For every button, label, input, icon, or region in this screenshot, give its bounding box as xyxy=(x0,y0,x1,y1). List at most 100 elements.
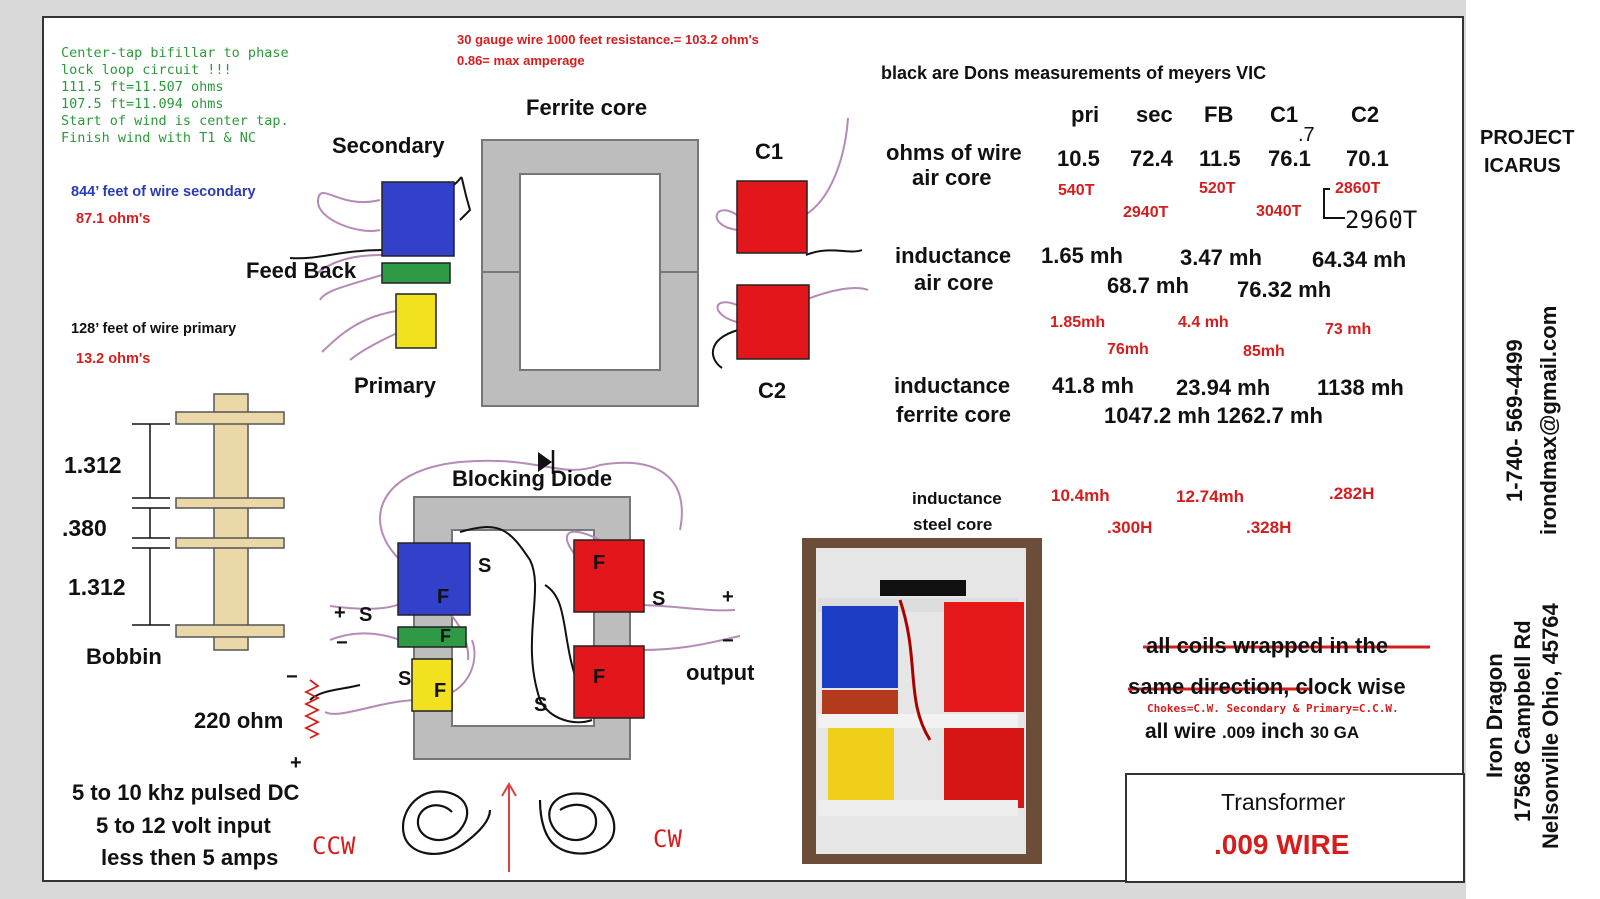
s-label: S xyxy=(398,668,412,690)
minus-sign: − xyxy=(336,632,348,654)
clockwise-note: clock wise xyxy=(1289,674,1406,699)
max-amperage-note: 0.86= max amperage xyxy=(457,53,585,68)
wire-note-d: 30 GA xyxy=(1309,723,1360,742)
input-voltage: 5 to 12 volt input xyxy=(96,813,271,838)
winding-spirals xyxy=(401,790,616,855)
turns-handwritten: 2960T xyxy=(1345,206,1418,234)
contact-city: Nelsonville Ohio, 45764 xyxy=(1538,603,1563,849)
primary-ohms-note: 13.2 ohm's xyxy=(76,351,151,367)
air-inductance-fb: 3.47 mh xyxy=(1180,245,1262,270)
steel-c2: .282H xyxy=(1329,484,1375,503)
turns-bracket xyxy=(1323,188,1345,219)
diode-symbol xyxy=(538,450,555,474)
ferrite-core-top xyxy=(481,139,699,407)
ferrite-inductance-pri: 41.8 mh xyxy=(1052,373,1134,398)
note-line: 111.5 ft=11.507 ohms xyxy=(61,79,224,95)
air-red-fb: 4.4 mh xyxy=(1178,314,1229,331)
ferrite-inductance-c2: 1138 mh xyxy=(1317,375,1404,400)
chokes-note: Chokes=C.W. Secondary & Primary=C.C.W. xyxy=(1147,702,1399,715)
brand-line2: ICARUS xyxy=(1484,155,1561,177)
c1-correction: .7 xyxy=(1298,124,1315,146)
c2-choke xyxy=(736,284,810,360)
blocking-diode-label: Blocking Diode xyxy=(452,466,613,491)
plus-sign: + xyxy=(290,752,302,774)
turns-pri: 540T xyxy=(1058,182,1095,199)
air-inductance-label-sub: air core xyxy=(914,270,994,295)
box-title: Transformer xyxy=(1221,789,1346,815)
input-frequency: 5 to 10 khz pulsed DC xyxy=(72,780,300,805)
turns-c1: 3040T xyxy=(1256,203,1302,220)
wire-note-b: .009 xyxy=(1222,723,1256,742)
input-current: less then 5 amps xyxy=(101,845,279,870)
ohms-c2: 70.1 xyxy=(1346,146,1389,171)
steel-c1: .328H xyxy=(1246,518,1292,537)
minus-sign: − xyxy=(722,630,734,652)
bottom-primary-coil xyxy=(411,658,453,712)
ohms-fb: 11.5 xyxy=(1199,146,1241,171)
ferrite-core-title: Ferrite core xyxy=(526,95,648,120)
f-label: F xyxy=(440,626,451,646)
struck-note-line1: all coils wrapped in the xyxy=(1146,633,1389,658)
resistor-zigzag xyxy=(303,679,321,739)
steel-inductance-label-sub: steel core xyxy=(913,515,993,534)
turns-c2: 2860T xyxy=(1335,180,1381,197)
bobbin-label: Bobbin xyxy=(86,644,162,669)
coil-photo xyxy=(802,538,1042,864)
air-inductance-c2: 64.34 mh xyxy=(1312,247,1407,272)
bobbin-dim-top: 1.312 xyxy=(64,452,122,478)
bobbin-dim-middle: .380 xyxy=(62,515,107,541)
f-label: F xyxy=(437,586,450,608)
transformer-box xyxy=(1125,773,1465,883)
air-red-pri: 1.85mh xyxy=(1050,314,1106,331)
column-header-fb: FB xyxy=(1204,102,1234,127)
minus-sign: − xyxy=(286,666,298,688)
box-wire: .009 WIRE xyxy=(1214,829,1350,860)
c2-label: C2 xyxy=(758,378,787,403)
ohms-label: ohms of wire xyxy=(886,140,1022,165)
ohms-label-sub: air core xyxy=(912,165,992,190)
ccw-label: CCW xyxy=(312,832,356,860)
brand-line1: PROJECT xyxy=(1480,127,1575,149)
f-label: F xyxy=(593,552,606,574)
ferrite-inductance-label-sub: ferrite core xyxy=(896,402,1011,427)
air-red-c1: 85mh xyxy=(1243,343,1285,360)
wire-note-a: all wire xyxy=(1145,720,1223,743)
primary-feet-note: 128’ feet of wire primary xyxy=(71,321,237,337)
bottom-c1-choke xyxy=(573,539,645,613)
air-inductance-c1: 76.32 mh xyxy=(1237,277,1332,302)
ferrite-inductance-label: inductance xyxy=(894,373,1011,398)
cw-label: CW xyxy=(653,825,682,853)
feedback-coil xyxy=(381,262,451,284)
air-red-sec: 76mh xyxy=(1107,341,1149,358)
steel-fb: 12.74mh xyxy=(1176,487,1245,506)
column-header-c2: C2 xyxy=(1351,102,1380,127)
secondary-label: Secondary xyxy=(332,133,445,158)
center-tap-note: Center-tap bifillar to phase lock loop c… xyxy=(61,45,289,147)
secondary-feet-note: 844’ feet of wire secondary xyxy=(71,184,256,200)
contact-name: Iron Dragon xyxy=(1482,653,1507,778)
steel-pri: 10.4mh xyxy=(1051,486,1110,505)
ferrite-inductance-row2: 1047.2 mh 1262.7 mh xyxy=(1104,403,1323,428)
note-line: Start of wind is center tap. xyxy=(61,113,289,129)
s-label: S xyxy=(534,694,548,716)
air-inductance-pri: 1.65 mh xyxy=(1041,243,1123,268)
turns-sec: 2940T xyxy=(1123,204,1169,221)
secondary-ohms-note: 87.1 ohm's xyxy=(76,211,151,227)
f-label: F xyxy=(434,680,447,702)
note-line: 107.5 ft=11.094 ohms xyxy=(61,96,224,112)
c1-label: C1 xyxy=(755,139,784,164)
ohms-sec: 72.4 xyxy=(1130,146,1173,171)
ohms-c1: 76.1 xyxy=(1268,146,1311,171)
bottom-c2-choke xyxy=(573,645,645,719)
s-label: S xyxy=(652,588,666,610)
steel-sec: .300H xyxy=(1107,518,1153,537)
c1-choke xyxy=(736,180,808,254)
output-label: output xyxy=(686,660,755,685)
bottom-feedback-coil xyxy=(397,626,467,648)
phone-number: 1-740- 569-4499 xyxy=(1502,339,1527,502)
steel-inductance-label: inductance xyxy=(912,489,1002,508)
s-label: S xyxy=(478,555,492,577)
contact-street: 17568 Campbell Rd xyxy=(1510,620,1535,822)
bottom-secondary-coil xyxy=(397,542,471,616)
